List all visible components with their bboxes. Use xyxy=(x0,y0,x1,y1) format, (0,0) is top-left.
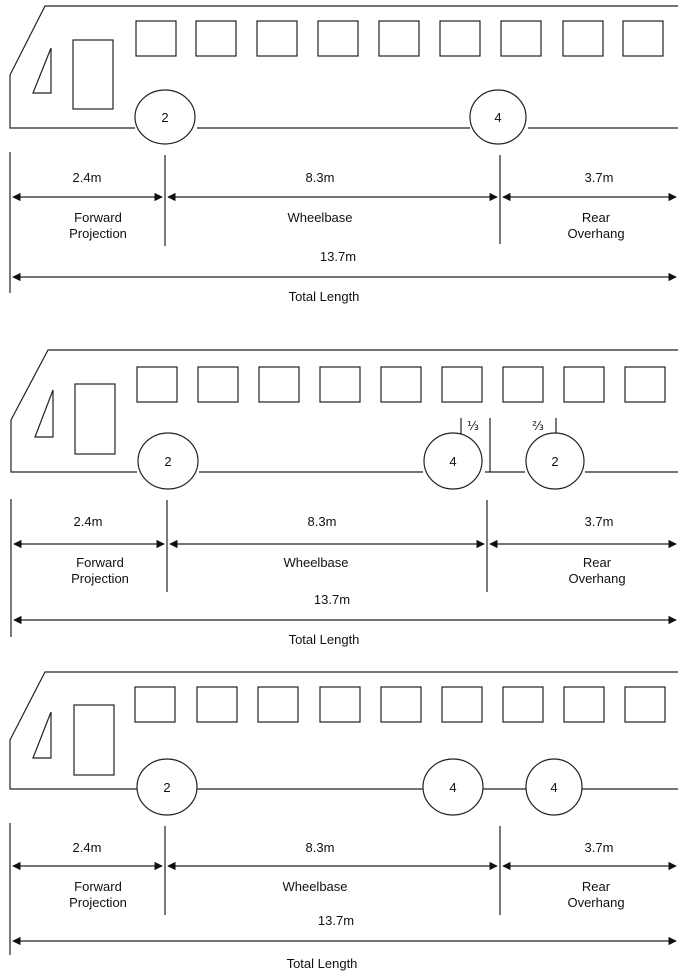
wheelbase-length: 8.3m xyxy=(308,514,337,529)
window xyxy=(441,686,483,723)
window xyxy=(380,366,422,403)
fraction-two-thirds: ⅔ xyxy=(532,419,544,433)
forward-label-1: Forward xyxy=(74,210,122,225)
window xyxy=(257,686,299,723)
dimension-labels: 2.4m 8.3m 3.7m Forward Projection Wheelb… xyxy=(71,514,625,647)
window xyxy=(502,686,544,723)
dimension-lines xyxy=(9,152,677,293)
windshield-icon xyxy=(32,47,52,94)
wheel-middle: 4 xyxy=(423,432,483,490)
forward-label-2: Projection xyxy=(69,895,127,910)
fraction-one-third: ⅓ xyxy=(467,419,479,433)
total-label: Total Length xyxy=(287,956,358,971)
window xyxy=(256,20,298,57)
wheelbase-label: Wheelbase xyxy=(282,879,347,894)
axle-fraction-markers: ⅓ ⅔ xyxy=(460,418,557,472)
window xyxy=(624,686,666,723)
wheel-front: 2 xyxy=(136,758,198,816)
forward-length: 2.4m xyxy=(74,514,103,529)
wheel-front: 2 xyxy=(137,432,199,490)
dimension-lines xyxy=(10,499,677,637)
wheel-rear-load: 4 xyxy=(494,110,501,125)
window xyxy=(500,20,542,57)
wheel-front-load: 2 xyxy=(163,780,170,795)
windshield-icon xyxy=(32,711,52,759)
window xyxy=(319,366,361,403)
wheel-rear-load: 4 xyxy=(550,780,557,795)
rear-label-1: Rear xyxy=(582,879,611,894)
wheel-middle-load: 4 xyxy=(449,454,456,469)
rear-label-2: Overhang xyxy=(567,226,624,241)
door xyxy=(73,704,115,776)
window xyxy=(258,366,300,403)
window-row xyxy=(135,20,664,57)
window xyxy=(136,366,178,403)
window xyxy=(502,366,544,403)
wheelbase-label: Wheelbase xyxy=(283,555,348,570)
door xyxy=(74,383,116,455)
wheelbase-length: 8.3m xyxy=(306,840,335,855)
dimension-labels: 2.4m 8.3m 3.7m Forward Projection Wheelb… xyxy=(69,170,624,304)
window xyxy=(135,20,177,57)
window xyxy=(195,20,237,57)
forward-label-1: Forward xyxy=(74,879,122,894)
bus-body xyxy=(10,349,678,473)
dimension-labels: 2.4m 8.3m 3.7m Forward Projection Wheelb… xyxy=(69,840,624,971)
window xyxy=(563,686,605,723)
rear-label-2: Overhang xyxy=(567,895,624,910)
forward-length: 2.4m xyxy=(73,170,102,185)
bus-diagram-2: ⅓ ⅔ 2 4 2 2.4m 8.3m 3.7m Forward xyxy=(10,349,678,647)
bus-diagram-3: 2 4 4 2.4m 8.3m 3.7m Forward Projection … xyxy=(9,671,678,971)
bus-diagram-1: 2 4 2.4m 8.3m 3.7m Forward Projection Wh… xyxy=(9,5,678,304)
rear-length: 3.7m xyxy=(585,514,614,529)
window xyxy=(441,366,483,403)
window xyxy=(563,366,605,403)
window-row xyxy=(134,686,666,723)
rear-label-1: Rear xyxy=(583,555,612,570)
wheel-front-load: 2 xyxy=(164,454,171,469)
wheel-rear: 4 xyxy=(469,89,527,145)
rear-label-2: Overhang xyxy=(568,571,625,586)
windshield-icon xyxy=(34,389,54,438)
window-row xyxy=(136,366,666,403)
wheelbase-label: Wheelbase xyxy=(287,210,352,225)
forward-length: 2.4m xyxy=(73,840,102,855)
wheel-front-load: 2 xyxy=(161,110,168,125)
wheel-rear: 2 xyxy=(525,432,585,490)
forward-label-2: Projection xyxy=(71,571,129,586)
total-label: Total Length xyxy=(289,289,360,304)
forward-label-1: Forward xyxy=(76,555,124,570)
bus-body xyxy=(9,5,678,129)
window xyxy=(439,20,481,57)
rear-length: 3.7m xyxy=(585,840,614,855)
total-label: Total Length xyxy=(289,632,360,647)
forward-label-2: Projection xyxy=(69,226,127,241)
window xyxy=(622,20,664,57)
window xyxy=(197,366,239,403)
window xyxy=(562,20,604,57)
rear-length: 3.7m xyxy=(585,170,614,185)
bus-body xyxy=(9,671,678,790)
wheel-rear-load: 2 xyxy=(551,454,558,469)
window xyxy=(317,20,359,57)
window xyxy=(319,686,361,723)
total-length: 13.7m xyxy=(320,249,356,264)
window xyxy=(624,366,666,403)
wheel-front: 2 xyxy=(134,89,196,145)
dimension-lines xyxy=(9,823,677,955)
door xyxy=(72,39,114,110)
wheel-middle-load: 4 xyxy=(449,780,456,795)
window xyxy=(380,686,422,723)
window xyxy=(196,686,238,723)
wheel-rear: 4 xyxy=(525,758,583,816)
window xyxy=(134,686,176,723)
total-length: 13.7m xyxy=(314,592,350,607)
total-length: 13.7m xyxy=(318,913,354,928)
rear-label-1: Rear xyxy=(582,210,611,225)
wheel-middle: 4 xyxy=(422,758,484,816)
wheelbase-length: 8.3m xyxy=(306,170,335,185)
window xyxy=(378,20,420,57)
